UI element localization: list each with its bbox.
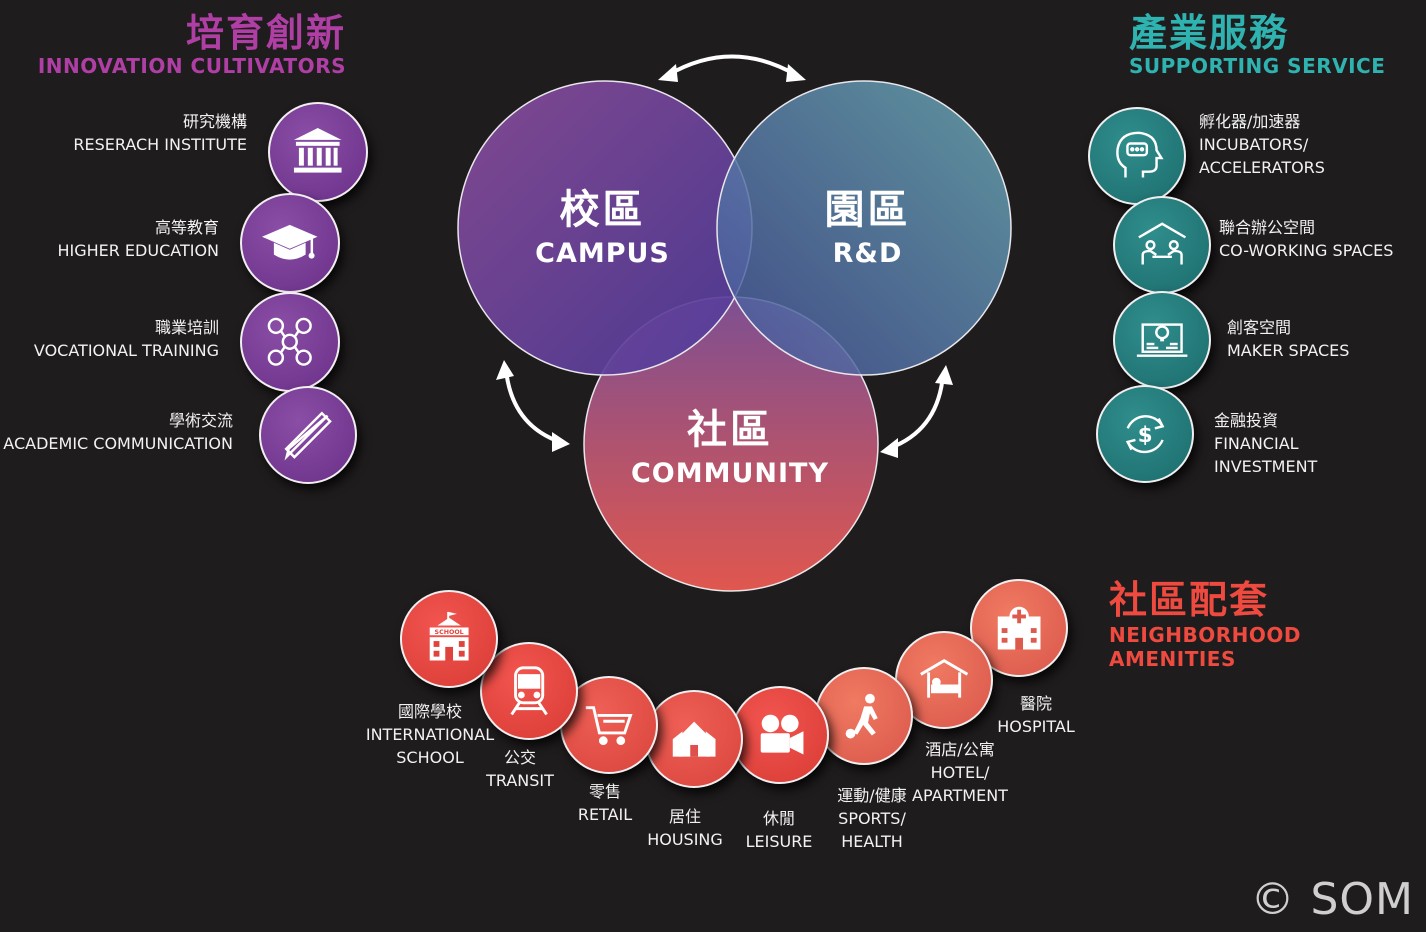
- amenity-housing: [645, 690, 743, 788]
- amenity-leisure: [731, 686, 829, 784]
- hotel-bed-icon: [919, 658, 969, 698]
- svg-text:$: $: [1138, 423, 1153, 448]
- network-people-icon: [267, 317, 313, 367]
- amenity-sports: [815, 667, 913, 765]
- supporting-item-financial-investment: $: [1096, 385, 1194, 483]
- amenity-school: SCHOOL: [400, 590, 498, 688]
- train-icon: [510, 666, 548, 716]
- innovation-item-research: [268, 102, 368, 202]
- neighborhood-title-cn: 社區配套: [1109, 578, 1270, 622]
- innovation-title-cn: 培育創新: [185, 11, 346, 55]
- supporting-title-cn: 產業服務: [1129, 11, 1290, 55]
- coworking-icon: [1138, 222, 1186, 265]
- neighborhood-header: 社區配套 NEIGHBORHOOD AMENITIES: [1109, 581, 1301, 671]
- pencil-ruler-icon: [284, 411, 332, 461]
- innovation-item-higher-education: [240, 193, 340, 293]
- innovation-item-vocational-training: [240, 292, 340, 392]
- school-icon: SCHOOL: [429, 611, 469, 661]
- supporting-item-maker-spaces: [1113, 291, 1211, 389]
- innovation-item-academic-communication: [259, 386, 357, 484]
- cycle-arrows: [504, 54, 945, 450]
- arrow-heads: [496, 64, 953, 458]
- movie-camera-icon: [760, 714, 804, 755]
- hospital-icon: [997, 606, 1041, 650]
- school-badge: SCHOOL: [434, 629, 463, 636]
- neighborhood-title-en1: NEIGHBORHOOD: [1109, 623, 1301, 647]
- amenity-transit: [480, 642, 578, 740]
- arrow-left: [504, 368, 562, 444]
- venn-circle-rd: [716, 80, 1012, 376]
- supporting-item-coworking: [1113, 196, 1211, 294]
- soccer-player-icon: [845, 693, 878, 739]
- arrow-right: [888, 373, 945, 450]
- copyright-text: © SOM: [1250, 874, 1414, 925]
- neighborhood-title-en2: AMENITIES: [1109, 647, 1236, 671]
- venn-circles: [457, 80, 1012, 592]
- innovation-title-en: INNOVATION CULTIVATORS: [37, 54, 346, 78]
- graduation-cap-icon: [262, 225, 318, 260]
- supporting-header: 產業服務 SUPPORTING SERVICE: [1129, 14, 1385, 78]
- dollar-cycle-icon: $: [1125, 414, 1165, 453]
- houses-icon: [672, 721, 716, 757]
- head-chat-icon: [1116, 131, 1164, 178]
- supporting-item-incubators: [1088, 107, 1186, 205]
- laptop-idea-icon: [1136, 323, 1188, 357]
- arrow-top: [666, 54, 798, 77]
- innovation-header: 培育創新 INNOVATION CULTIVATORS: [38, 14, 346, 78]
- shopping-cart-icon: [585, 706, 633, 745]
- institution-icon: [294, 128, 342, 173]
- supporting-title-en: SUPPORTING SERVICE: [1129, 54, 1386, 78]
